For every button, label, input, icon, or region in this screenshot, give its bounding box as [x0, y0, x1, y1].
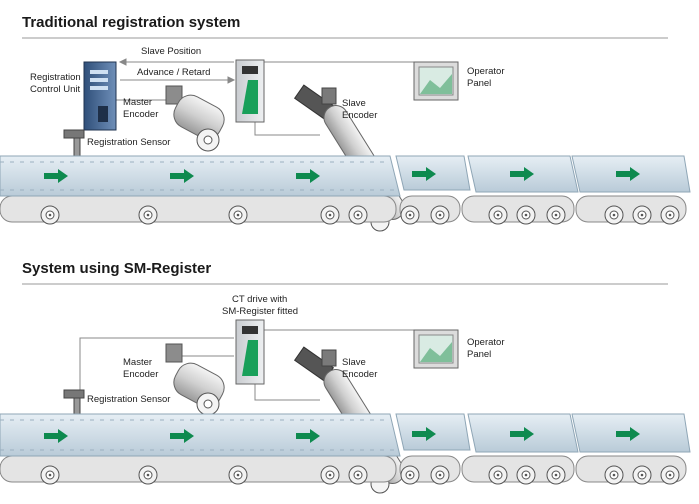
slave-drive-unit	[235, 59, 265, 123]
top-section-title: Traditional registration system	[22, 14, 240, 31]
top-registration-sensor-label: Registration Sensor	[87, 137, 170, 148]
top-registration-sensor	[63, 129, 85, 157]
bottom-master-encoder-label-line2: Encoder	[123, 369, 158, 380]
bottom-operator-panel-label-line1: Operator	[467, 337, 505, 348]
bottom-slave-encoder-label-line1: Slave	[342, 357, 366, 368]
control-unit-label-line2: Control Unit	[30, 84, 81, 95]
slave-position-label: Slave Position	[141, 46, 201, 57]
bottom-master-encoder	[165, 343, 225, 416]
bottom-master-encoder-label-line1: Master	[123, 357, 152, 368]
bottom-operator-panel	[413, 329, 459, 369]
bottom-operator-panel-label-line2: Panel	[467, 349, 491, 360]
bottom-registration-sensor	[63, 389, 85, 415]
top-slave-encoder-label-line2: Encoder	[342, 110, 377, 121]
advance-retard-label: Advance / Retard	[137, 67, 210, 78]
bottom-section-title: System using SM-Register	[22, 260, 211, 277]
bottom-section: System using SM-Register CT drive with S…	[0, 260, 691, 494]
top-conveyor	[0, 155, 691, 223]
ct-drive-label-line1: CT drive with	[232, 294, 287, 305]
bottom-slave-encoder-label-line2: Encoder	[342, 369, 377, 380]
top-operator-panel-label-line2: Panel	[467, 78, 491, 89]
bottom-conveyor	[0, 413, 691, 483]
top-section: Traditional registration system Slave Po…	[0, 14, 691, 232]
ct-drive-unit	[235, 319, 265, 385]
control-unit-label-line1: Registration	[30, 72, 81, 83]
top-operator-panel-label-line1: Operator	[467, 66, 505, 77]
top-slave-encoder-label-line1: Slave	[342, 98, 366, 109]
ct-drive-label-line2: SM-Register fitted	[222, 306, 298, 317]
top-operator-panel	[413, 61, 459, 101]
top-master-encoder-label-line2: Encoder	[123, 109, 158, 120]
top-master-encoder-label-line1: Master	[123, 97, 152, 108]
top-master-encoder	[165, 85, 225, 152]
registration-control-unit	[83, 61, 117, 131]
bottom-registration-sensor-label: Registration Sensor	[87, 394, 170, 405]
